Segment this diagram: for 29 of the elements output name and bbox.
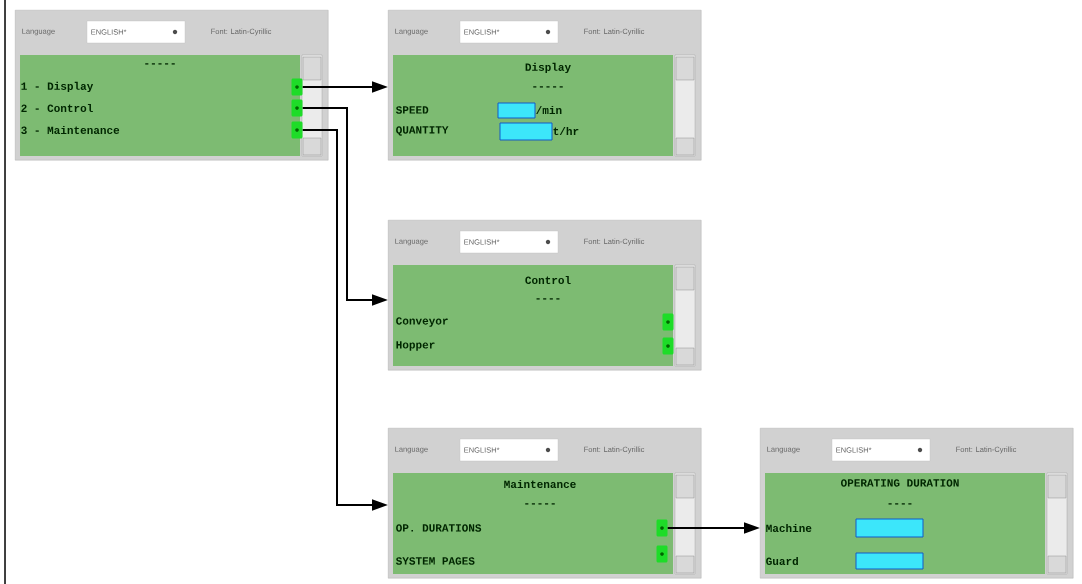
- arrow-button: [656, 545, 668, 563]
- menu-text: 2 - Control: [21, 103, 93, 113]
- menu-text: 1 - Display: [21, 81, 94, 93]
- menu-text: Display: [525, 62, 571, 74]
- menu-text: QUANTITY: [396, 126, 449, 136]
- menu-text: Maintenance: [504, 479, 576, 489]
- menu-text: OP. DURATIONS: [396, 524, 482, 532]
- menu-text: -----: [525, 503, 555, 505]
- menu-text: Guard: [766, 556, 798, 566]
- menu-text: Hopper: [396, 341, 435, 351]
- arrow-button: [662, 313, 674, 331]
- menu-text: 3 - Maintenance: [21, 125, 120, 135]
- arrow-button: [291, 121, 303, 139]
- menu-text: -----: [533, 86, 563, 88]
- arrow-button: [291, 99, 303, 117]
- menu-text: t/hr: [553, 126, 579, 136]
- menu-text: SYSTEM PAGES: [395, 557, 475, 565]
- menu-text: /min: [536, 105, 562, 115]
- menu-text: Control: [525, 275, 571, 285]
- menu-text: SPEED: [395, 106, 429, 114]
- menu-text: Machine: [766, 523, 812, 533]
- menu-text: OPERATING DURATION: [841, 479, 959, 487]
- menu-text: ----: [536, 298, 560, 300]
- menu-text: -----: [145, 63, 175, 65]
- arrow-button: [291, 78, 303, 96]
- menu-text: Conveyor: [396, 317, 448, 327]
- arrow-button: [656, 519, 668, 537]
- menu-text: ----: [888, 503, 912, 505]
- arrow-button: [662, 337, 674, 355]
